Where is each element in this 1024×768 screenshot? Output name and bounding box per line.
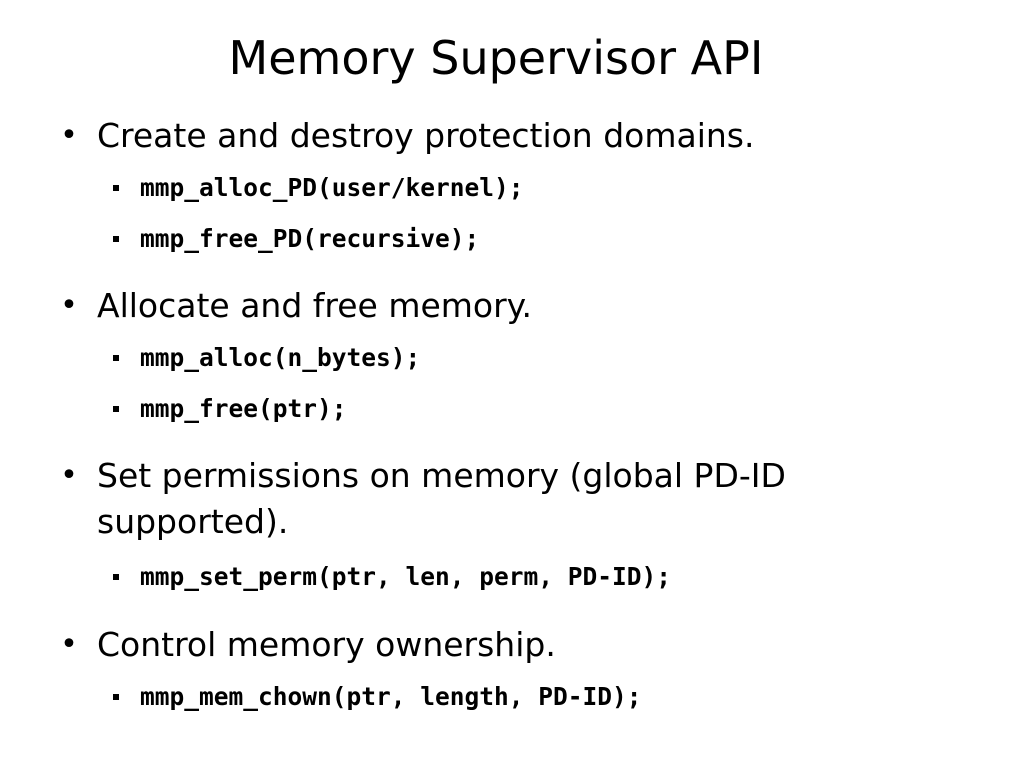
sub-bullet-square-icon [113, 406, 119, 412]
code-mmp-free: mmp_free(ptr); [140, 394, 347, 423]
code-mmp-mem-chown: mmp_mem_chown(ptr, length, PD-ID); [140, 682, 642, 711]
code-mmp-alloc: mmp_alloc(n_bytes); [140, 343, 421, 372]
sub-bullet-square-icon [113, 355, 119, 361]
sub-bullet-square-icon [113, 694, 119, 700]
bullet-dot-icon: • [60, 288, 78, 323]
code-mmp-set-perm: mmp_set_perm(ptr, len, perm, PD-ID); [140, 562, 672, 591]
sub-bullet-square-icon [113, 185, 119, 191]
bullet-dot-icon: • [60, 458, 78, 493]
sub-bullet-square-icon [113, 574, 119, 580]
bullet-set-permissions-line1: Set permissions on memory (global PD-ID [97, 456, 786, 495]
bullet-create-destroy: Create and destroy protection domains. [97, 116, 755, 155]
bullet-control-ownership: Control memory ownership. [97, 625, 556, 664]
code-mmp-alloc-pd: mmp_alloc_PD(user/kernel); [140, 173, 524, 202]
bullet-allocate-free: Allocate and free memory. [97, 286, 532, 325]
bullet-dot-icon: • [60, 118, 78, 153]
slide-title: Memory Supervisor API [228, 31, 764, 85]
bullet-set-permissions-line2: supported). [97, 502, 289, 541]
bullet-dot-icon: • [60, 627, 78, 662]
code-mmp-free-pd: mmp_free_PD(recursive); [140, 224, 480, 253]
sub-bullet-square-icon [113, 236, 119, 242]
